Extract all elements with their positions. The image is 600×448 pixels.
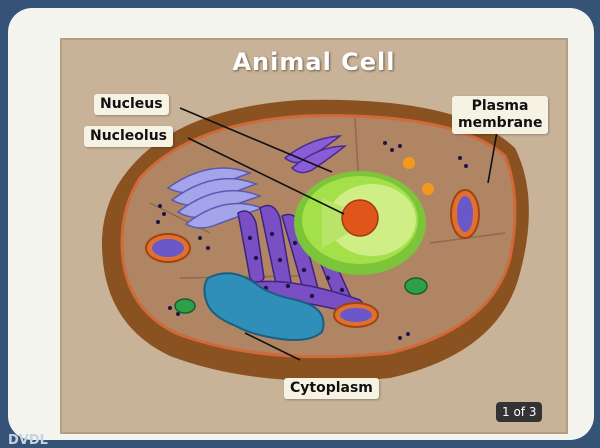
label-nucleolus: Nucleolus [84, 126, 173, 147]
slide-frame: Animal Cell Nucleus Nucleolus Plasma mem… [8, 8, 594, 440]
label-cytoplasm: Cytoplasm [284, 378, 379, 399]
nucleolus [342, 200, 378, 236]
diagram-panel: Animal Cell Nucleus Nucleolus Plasma mem… [60, 38, 568, 434]
label-plasma-membrane: Plasma membrane [452, 96, 548, 134]
slide-counter-badge: 1 of 3 [496, 402, 542, 422]
watermark: DVDL [8, 433, 48, 448]
label-nucleus: Nucleus [94, 94, 169, 115]
diagram-title: Animal Cell [60, 48, 568, 76]
